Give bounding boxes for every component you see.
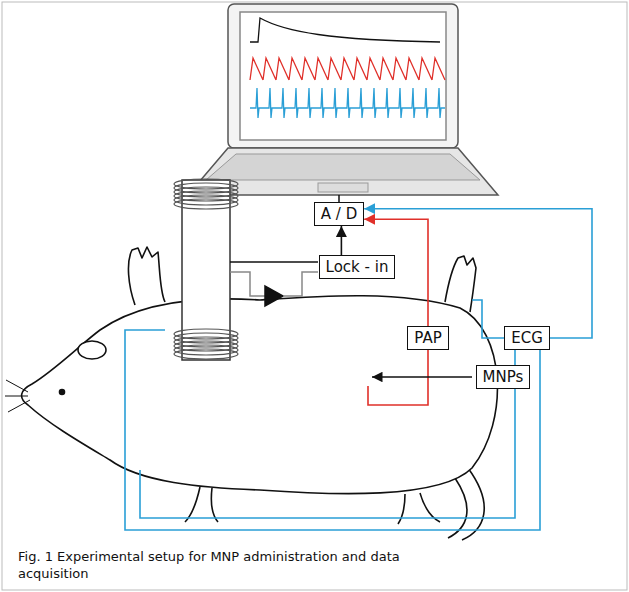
front-leg bbox=[185, 487, 218, 522]
rat bbox=[5, 247, 497, 540]
ecg-lead bbox=[472, 300, 504, 338]
coil-turn bbox=[174, 349, 238, 359]
display bbox=[240, 12, 446, 140]
winding bbox=[174, 179, 238, 209]
coil bbox=[174, 179, 238, 360]
excitation-wire bbox=[230, 261, 318, 263]
eye bbox=[60, 390, 65, 395]
signal-line bbox=[341, 226, 343, 255]
signal-line bbox=[364, 209, 592, 338]
injection-box: MNPs bbox=[476, 365, 531, 389]
rat-body bbox=[22, 296, 498, 494]
laptop-base bbox=[188, 148, 498, 195]
box-label: PAP bbox=[414, 329, 441, 347]
box-label: ECG bbox=[511, 329, 543, 347]
pickup-wire bbox=[230, 272, 265, 296]
box-label: Lock - in bbox=[326, 258, 389, 276]
ecg-trace bbox=[250, 88, 445, 118]
pressure-box: PAP bbox=[407, 326, 448, 350]
amplifier-symbol bbox=[265, 286, 283, 306]
ear bbox=[78, 341, 106, 359]
coil-turn bbox=[174, 199, 238, 209]
pressure-trace bbox=[250, 58, 445, 80]
figure-caption: Fig. 1 Experimental setup for MNP admini… bbox=[18, 548, 458, 582]
keyboard bbox=[206, 154, 480, 180]
hind-leg bbox=[398, 493, 440, 524]
box-label: A / D bbox=[321, 205, 357, 223]
converter-box: A / D bbox=[314, 202, 364, 226]
ecg-box: ECG bbox=[504, 326, 550, 350]
trackpad bbox=[318, 183, 368, 192]
whiskers bbox=[5, 380, 30, 412]
laptop-screen bbox=[228, 4, 458, 148]
decay-trace bbox=[250, 18, 440, 42]
hindpaw bbox=[445, 256, 476, 312]
laptop bbox=[188, 4, 498, 195]
winding bbox=[174, 329, 238, 359]
coil-wires bbox=[230, 262, 318, 306]
amplifier-box: Lock - in bbox=[319, 255, 396, 279]
pickup-wire bbox=[283, 272, 318, 296]
ecg-leads bbox=[125, 300, 540, 530]
forepaw bbox=[128, 247, 165, 305]
box-label: MNPs bbox=[483, 368, 524, 386]
ecg-lead bbox=[140, 350, 515, 518]
injection-line bbox=[372, 376, 472, 378]
ecg-lead bbox=[125, 330, 540, 530]
